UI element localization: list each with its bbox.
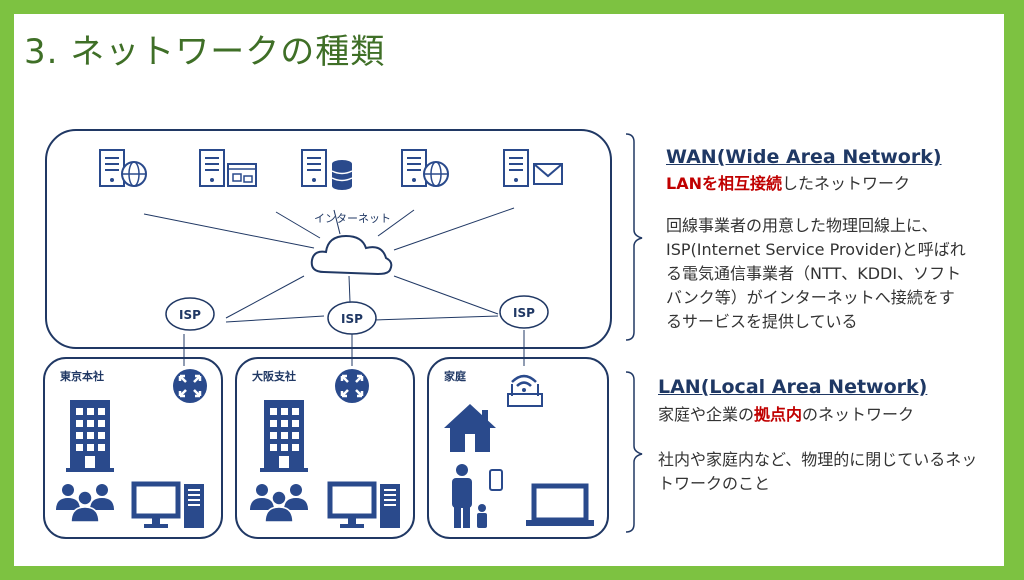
isp-node-home: ISP	[499, 295, 549, 329]
people-icon	[55, 483, 115, 523]
server-web-icon-2	[401, 149, 449, 187]
page-title: 3. ネットワークの種類	[24, 32, 386, 72]
site-label-osaka: 大阪支社	[252, 369, 296, 383]
site-label-tokyo: 東京本社	[60, 369, 104, 383]
lan-title: LAN(Local Area Network)	[658, 376, 928, 398]
desktop-pc-icon-2	[330, 484, 400, 528]
wan-subtitle: LANを相互接続したネットワーク	[666, 170, 910, 194]
svg-text:ISP: ISP	[513, 306, 535, 320]
laptop-icon	[526, 483, 594, 526]
server-web-icon	[99, 149, 147, 187]
family-icon	[452, 464, 503, 528]
internet-label: インターネット	[314, 212, 391, 225]
site-frame-tokyo	[43, 357, 223, 539]
site-frame-home	[427, 357, 609, 539]
server-mail-icon	[503, 149, 563, 187]
svg-text:ISP: ISP	[179, 308, 201, 322]
wan-description: 回線事業者の用意した物理回線上に、ISP(Internet Service Pr…	[666, 216, 966, 331]
internet-frame	[45, 129, 612, 349]
wifi-router-icon	[507, 374, 543, 407]
slide: 3. ネットワークの種類	[14, 14, 1004, 566]
server-database-icon	[301, 149, 353, 190]
site-label-home: 家庭	[444, 369, 466, 383]
building-icon-2	[260, 400, 308, 472]
isp-node-osaka: ISP	[327, 301, 377, 335]
house-icon	[444, 404, 496, 452]
server-app-icon	[199, 149, 257, 187]
site-frame-osaka	[235, 357, 415, 539]
lan-description: 社内や家庭内など、物理的に閉じているネットワークのこと	[658, 450, 978, 493]
isp-node-tokyo: ISP	[165, 297, 215, 331]
wan-title: WAN(Wide Area Network)	[666, 146, 942, 168]
svg-text:ISP: ISP	[341, 312, 363, 326]
router-icon	[171, 367, 209, 405]
lan-subtitle-post: のネットワーク	[802, 405, 915, 424]
wan-subtitle-rest: したネットワーク	[781, 174, 910, 193]
lan-subtitle-pre: 家庭や企業の	[658, 405, 755, 424]
lan-subtitle: 家庭や企業の拠点内のネットワーク	[658, 401, 914, 425]
cloud-icon	[310, 234, 393, 276]
router-icon-2	[333, 367, 371, 405]
desktop-pc-icon	[134, 484, 204, 528]
lan-subtitle-highlight: 拠点内	[754, 405, 803, 424]
wan-subtitle-highlight: LANを相互接続	[666, 174, 782, 193]
lan-bracket	[625, 371, 643, 533]
building-icon	[66, 400, 114, 472]
network-diagram: インターネット ISP ISP ISP 東京本社 大阪支社 家庭	[43, 129, 643, 539]
connection-lines	[143, 207, 525, 366]
people-icon-2	[249, 483, 309, 523]
wan-bracket	[625, 133, 643, 341]
